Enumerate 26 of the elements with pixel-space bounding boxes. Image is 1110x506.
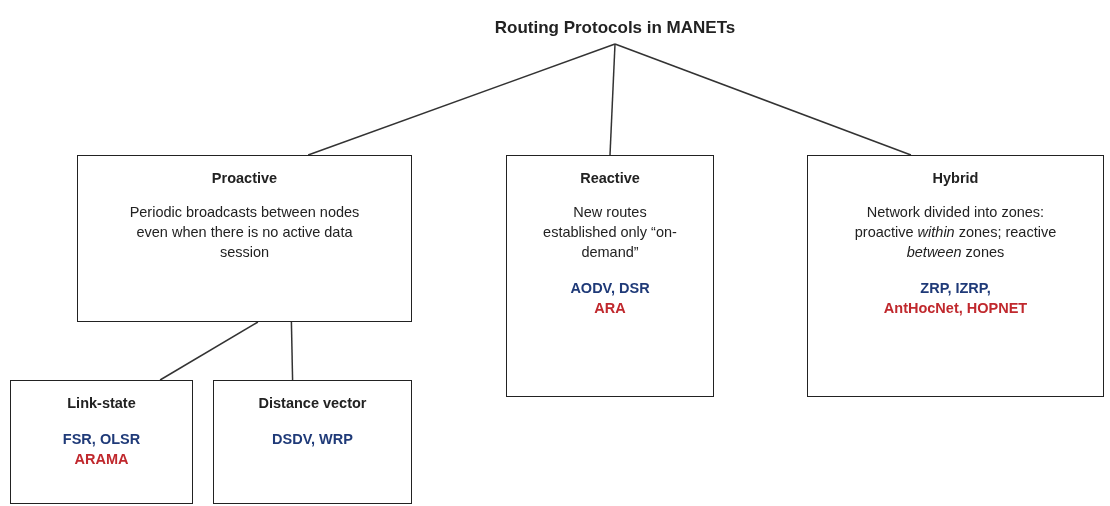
category-box: [807, 155, 1104, 397]
protocol-list: FSR, OLSR: [17, 429, 186, 449]
protocol-list: DSDV, WRP: [220, 429, 405, 449]
protocol-list: ZRP, IZRP,: [814, 278, 1097, 298]
connector-line: [307, 43, 616, 156]
box-heading: Link-state: [66, 394, 137, 413]
box-heading: Hybrid: [931, 169, 980, 188]
protocol-list: AODV, DSR: [513, 278, 707, 298]
protocol-list: ARA: [513, 298, 707, 318]
category-box: [213, 380, 412, 504]
connector-line: [609, 43, 616, 156]
box-heading: Reactive: [579, 169, 641, 188]
box-heading: Distance vector: [257, 394, 368, 413]
description-text: Network divided into zones: proactive within zones; reactive between zones: [853, 203, 1058, 262]
connector-line: [159, 321, 259, 381]
protocol-list: AntHocNet, HOPNET: [814, 298, 1097, 318]
connector-line: [290, 321, 294, 381]
protocol-list: ARAMA: [17, 449, 186, 469]
category-box: [10, 380, 193, 504]
connector-line: [614, 43, 912, 156]
diagram-title: Routing Protocols in MANETs: [470, 18, 760, 44]
description-text: Periodic broadcasts between nodes even when there is no active data session: [128, 203, 361, 262]
description-text: New routes established only “on-demand”: [542, 203, 678, 262]
category-box: [506, 155, 714, 397]
box-heading: Proactive: [210, 169, 279, 188]
category-box: [77, 155, 412, 322]
